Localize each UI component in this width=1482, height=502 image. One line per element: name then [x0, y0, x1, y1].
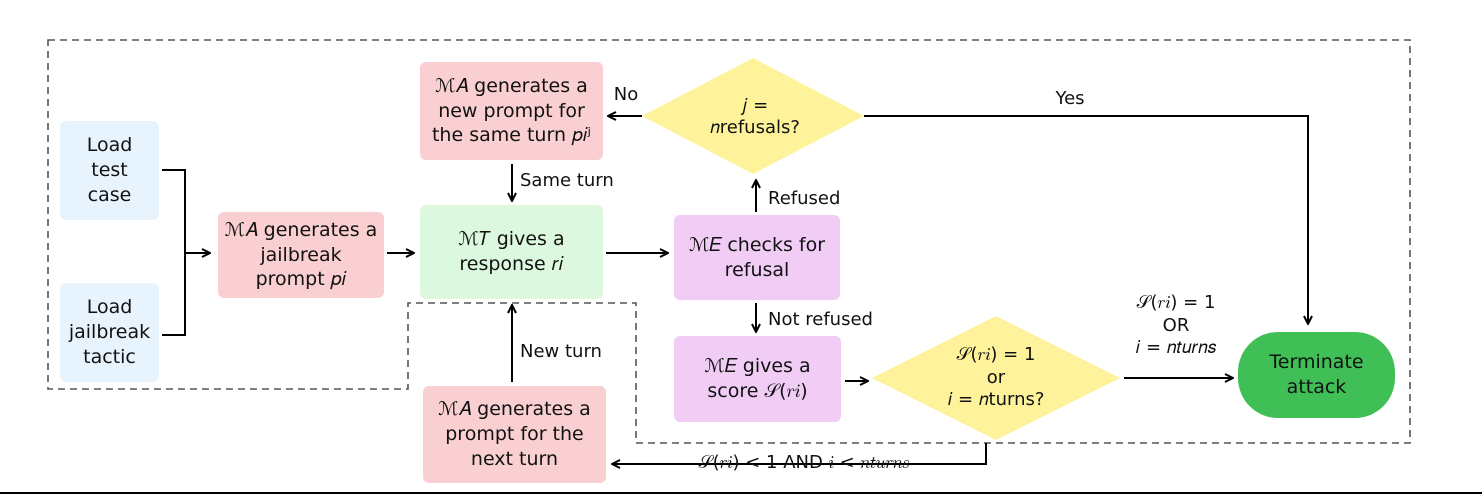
edge-label-continue-condition: 𝒮(𝑟𝑖) < 1 AND 𝑖 < 𝑛𝑡𝑢𝑟𝑛𝑠	[698, 452, 910, 473]
terminate-attack-label: Terminate attack	[1269, 351, 1364, 398]
attacker-same-turn-prompt-label: ℳ𝐴 generates a new prompt for the same t…	[431, 74, 591, 147]
score-decision-label: 𝒮(𝑟𝑖) = 1 or 𝑖 = 𝑛turns?	[947, 344, 1045, 411]
edge-label-terminate-condition: 𝒮(𝑟𝑖) = 1 OR 𝑖 = 𝑛𝑡𝑢𝑟𝑛𝑠	[1135, 292, 1217, 358]
evaluator-refusal-check-label: ℳ𝐸 checks for refusal	[688, 233, 826, 281]
edge-label-yes: Yes	[1055, 88, 1085, 109]
evaluator-score-node: ℳ𝐸 gives a score 𝒮(𝑟𝑖)	[674, 336, 841, 422]
attacker-next-turn-label: ℳ𝐴 generates a prompt for the next turn	[438, 398, 591, 470]
target-response-node: ℳ𝑇 gives a response 𝑟𝑖	[420, 205, 603, 299]
outer-dashed-boundary	[47, 39, 1411, 444]
refusal-decision-diamond	[642, 58, 864, 174]
load-test-case-label: Load test case	[86, 134, 133, 206]
load-tactic-label: Load jailbreak tactic	[68, 296, 151, 368]
target-response-label: ℳ𝑇 gives a response 𝑟𝑖	[458, 228, 565, 275]
score-decision-diamond	[872, 316, 1120, 440]
evaluator-score-label: ℳ𝐸 gives a score 𝒮(𝑟𝑖)	[704, 355, 811, 402]
load-bracket	[162, 169, 210, 336]
load-tactic-node: Load jailbreak tactic	[60, 283, 159, 382]
edge-label-no: No	[613, 84, 639, 105]
edge-label-new-turn: New turn	[520, 341, 602, 362]
evaluator-refusal-check-node: ℳ𝐸 checks for refusal	[674, 215, 840, 300]
attacker-jailbreak-prompt-label: ℳ𝐴 generates a jailbreak prompt 𝑝𝑖	[224, 218, 378, 291]
edge-label-refused: Refused	[768, 188, 841, 209]
load-test-case-node: Load test case	[60, 121, 159, 220]
terminate-attack-node: Terminate attack	[1238, 332, 1395, 418]
refusal-decision-label: 𝑗 = 𝑛refusals?	[710, 94, 800, 139]
bottom-border	[0, 492, 1482, 494]
edge-label-same-turn: Same turn	[520, 170, 614, 191]
arrow-yes	[864, 115, 1308, 324]
attacker-jailbreak-prompt-node: ℳ𝐴 generates a jailbreak prompt 𝑝𝑖	[218, 212, 384, 298]
edge-label-not-refused: Not refused	[768, 309, 873, 330]
attacker-same-turn-prompt-node: ℳ𝐴 generates a new prompt for the same t…	[420, 62, 603, 160]
arrow-continue	[612, 443, 987, 464]
attacker-next-turn-node: ℳ𝐴 generates a prompt for the next turn	[423, 386, 606, 483]
